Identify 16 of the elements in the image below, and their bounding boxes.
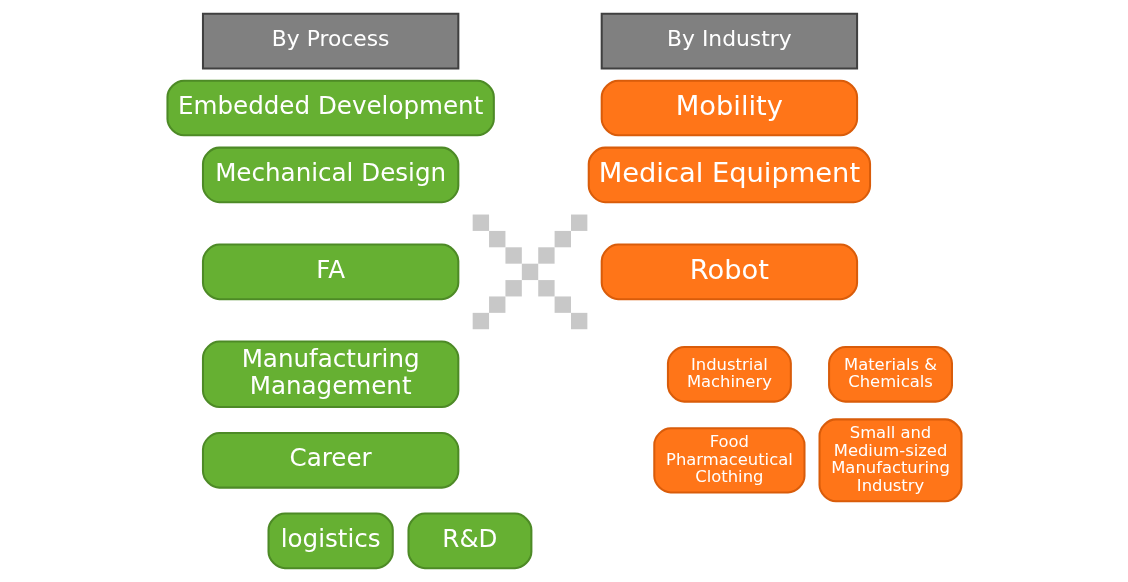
- node-box: By Industry: [600, 12, 858, 70]
- node-box: R&D: [406, 512, 532, 570]
- node-box: Robot: [600, 243, 858, 301]
- node-box: Mobility: [600, 79, 858, 137]
- node-box: FA: [201, 243, 459, 301]
- node-box: Food Pharmaceutical Clothing: [652, 427, 806, 494]
- node-box: Manufacturing Management: [201, 340, 459, 409]
- node-box: By Process: [201, 12, 459, 70]
- node-box: Medical Equipment: [587, 146, 871, 204]
- node-box: Embedded Development: [165, 79, 495, 137]
- node-box: logistics: [267, 512, 394, 570]
- node-box: Industrial Machinery: [666, 345, 792, 403]
- node-box: Small and Medium-sized Manufacturing Industry: [818, 418, 963, 503]
- node-box: Materials & Chemicals: [827, 345, 953, 403]
- node-box: Career: [201, 432, 459, 489]
- node-box: Mechanical Design: [201, 146, 459, 204]
